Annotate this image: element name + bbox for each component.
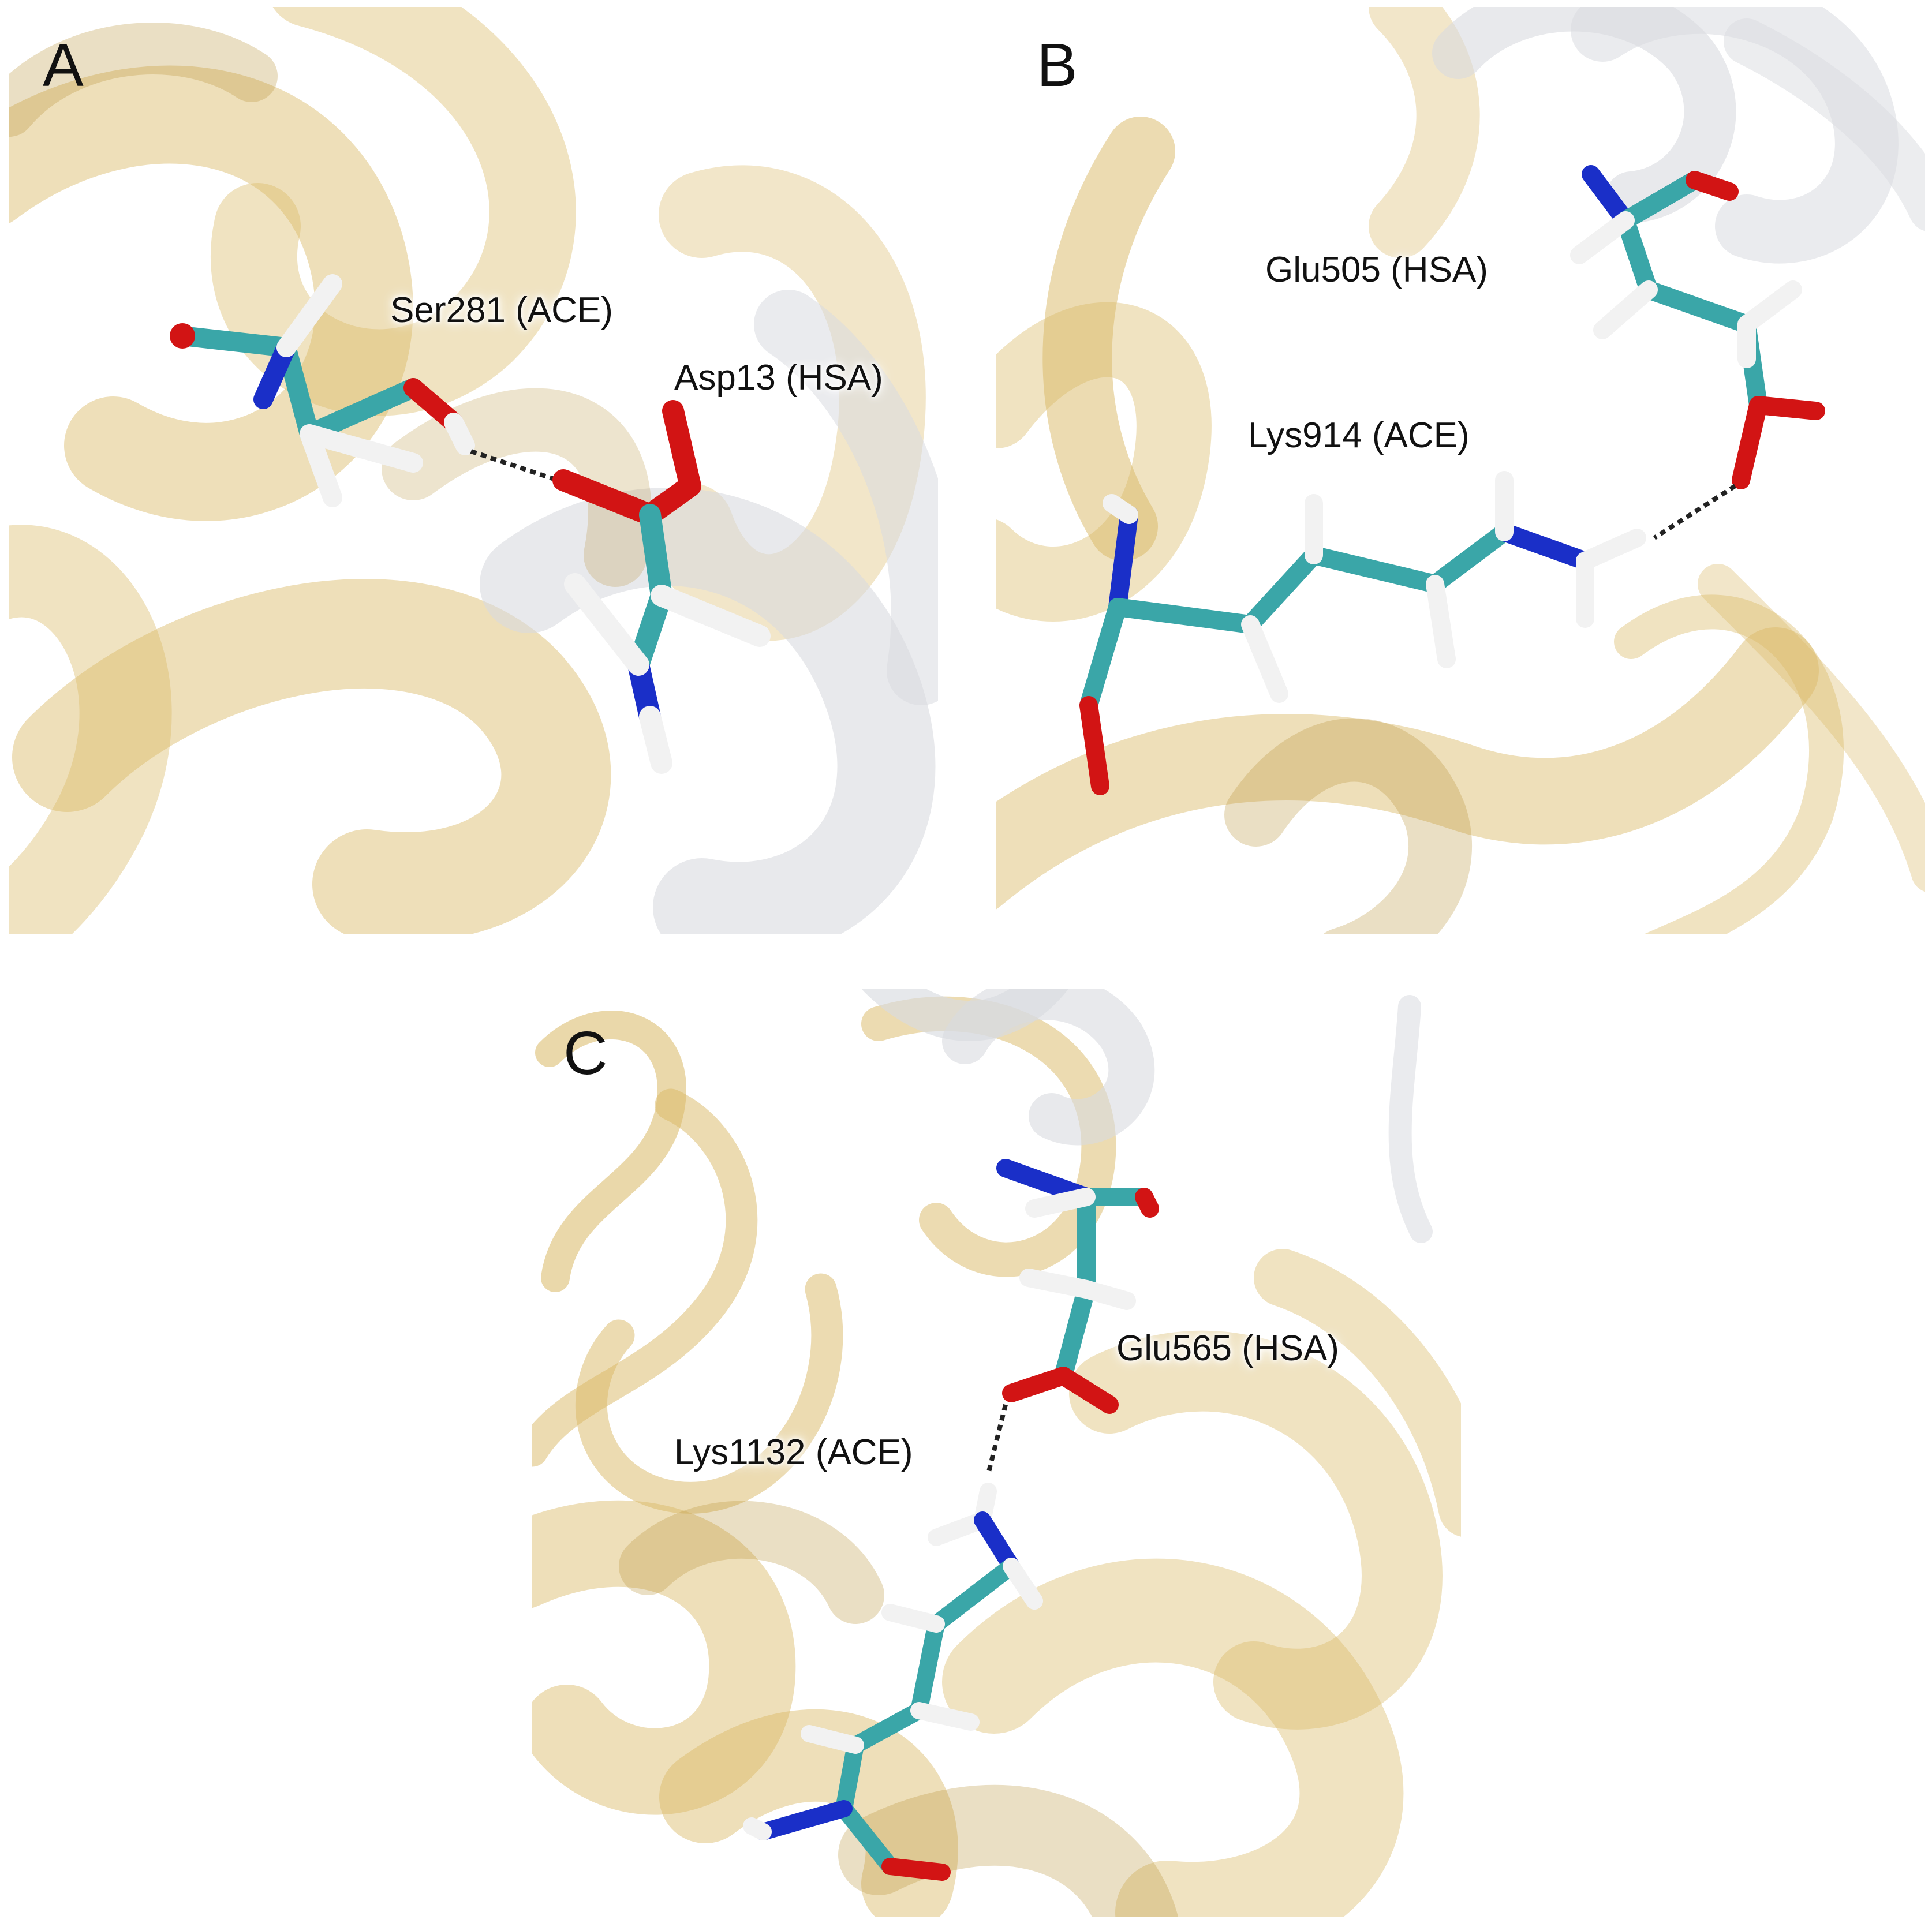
- ribbon: [211, 7, 576, 416]
- ribbon: [9, 525, 172, 934]
- protein-ribbons: [532, 989, 1461, 1917]
- hbond-dashes: [986, 1404, 1008, 1475]
- protein-ribbons: [996, 7, 1925, 934]
- ribbon: [942, 1558, 1404, 1917]
- lys1132-stick-model: [743, 1483, 1043, 1881]
- panel-a-scene: [9, 7, 938, 934]
- panel-c: C Glu565 (HSA) Lys1132 (ACE): [532, 989, 1461, 1917]
- residue-label-asp13: Asp13 (HSA): [674, 358, 883, 398]
- ribbon: [9, 23, 278, 137]
- hbond-dashes: [1653, 484, 1737, 540]
- asp13-stick-model: [552, 400, 771, 774]
- glu505-stick-model: [1570, 165, 1825, 489]
- residue-label-lys914: Lys914 (ACE): [1248, 416, 1470, 455]
- ribbon: [1432, 7, 1736, 223]
- ribbon: [754, 290, 938, 705]
- panel-b-scene: [996, 7, 1925, 934]
- glu565-stick-model: [996, 1159, 1159, 1414]
- ser281-stick-model: [170, 274, 475, 507]
- ribbon: [12, 579, 611, 934]
- ribbon: [1698, 564, 1925, 892]
- panel-letter-a: A: [43, 31, 84, 99]
- protein-ribbons: [9, 7, 938, 934]
- ribbon: [1614, 594, 1844, 934]
- ribbon: [1069, 1330, 1443, 1730]
- ribbon: [575, 1273, 843, 1514]
- panel-letter-b: B: [1037, 31, 1078, 99]
- panel-b: B Glu505 (HSA) Lys914 (ACE): [996, 7, 1925, 934]
- ribbon: [942, 989, 1155, 1146]
- ribbon: [838, 1784, 1178, 1917]
- ribbon: [1388, 995, 1433, 1243]
- hbond-dashes: [470, 449, 559, 482]
- ribbon: [619, 1501, 884, 1624]
- ribbon: [996, 302, 1212, 622]
- residue-label-lys1132: Lys1132 (ACE): [674, 1432, 913, 1472]
- residue-label-glu505: Glu505 (HSA): [1265, 250, 1488, 290]
- residue-label-ser281: Ser281 (ACE): [390, 290, 613, 330]
- ribbon: [1369, 7, 1480, 258]
- ribbon: [1254, 1249, 1461, 1537]
- panel-a: A Ser281 (ACE) Asp13 (HSA): [9, 7, 938, 934]
- residue-label-glu565: Glu565 (HSA): [1116, 1329, 1339, 1368]
- ribbon: [9, 65, 413, 521]
- ribbon: [1224, 718, 1472, 934]
- ribbon: [1042, 117, 1175, 561]
- panel-c-scene: [532, 989, 1461, 1917]
- lys914-stick-model: [1079, 471, 1646, 795]
- ribbon: [1724, 18, 1925, 231]
- ribbon: [532, 1500, 796, 1815]
- panel-letter-c: C: [563, 1019, 608, 1087]
